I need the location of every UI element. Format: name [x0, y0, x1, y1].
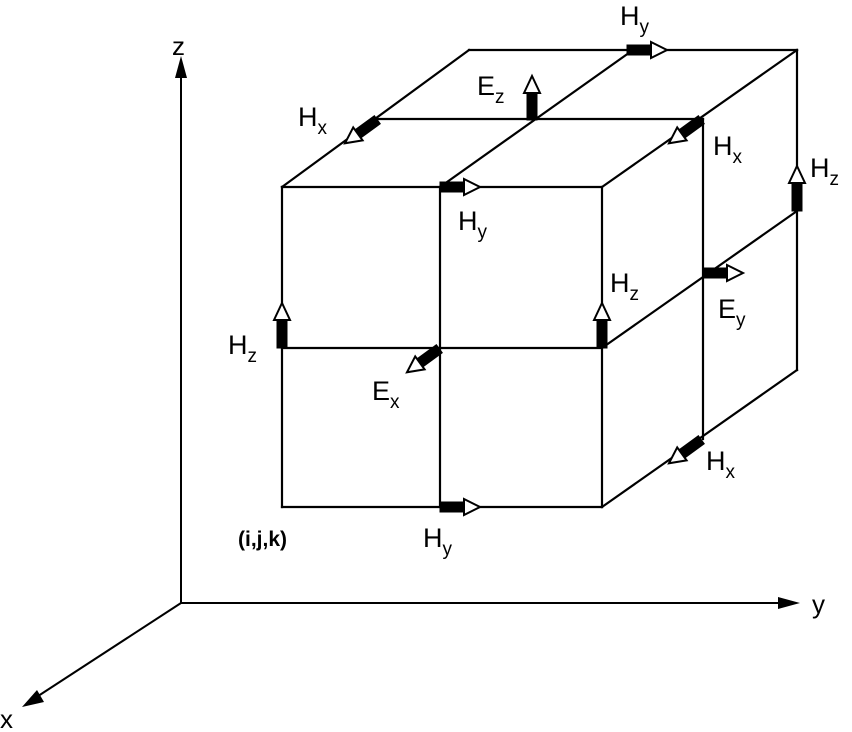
label-hx-bottom-right: Hx [706, 446, 736, 483]
right-mid-horizontal [600, 209, 799, 350]
ey-right-arrow [702, 263, 746, 283]
y-axis-arrowhead [778, 597, 800, 609]
hy-top-arrow [626, 40, 670, 60]
axes: z y x [0, 31, 825, 732]
label-hz-front-right: Hz [610, 268, 639, 305]
z-axis-arrowhead [175, 56, 187, 78]
label-hz-front-left: Hz [228, 330, 257, 367]
label-hx-top-right: Hx [713, 131, 743, 168]
label-hz-right-top: Hz [810, 153, 839, 190]
hx-top-right-arrow [667, 115, 705, 145]
label-ex-center: Ex [372, 376, 400, 413]
x-axis-arrowhead [22, 690, 44, 707]
hy-front-top-arrow [439, 177, 483, 197]
z-axis-label: z [172, 31, 185, 61]
label-hy-bottom: Hy [423, 523, 453, 560]
hy-bottom-arrow [439, 497, 483, 517]
hz-right-top-arrow [787, 163, 807, 212]
field-labels: Hy Ez Hx Hx Hy Hz Hz Ey Hz Ex Hx Hy (i,j… [228, 1, 839, 560]
label-hy-front-top: Hy [458, 206, 488, 243]
origin-label: (i,j,k) [238, 528, 287, 551]
field-arrows [272, 40, 807, 517]
y-axis-label: y [812, 589, 825, 619]
hz-front-left-arrow [272, 300, 292, 349]
hz-front-right-arrow [592, 300, 612, 349]
label-hy-top: Hy [620, 1, 650, 38]
hx-top-left-arrow [343, 115, 381, 145]
ex-center-arrow [405, 344, 443, 374]
x-axis-line [31, 602, 182, 701]
label-ez-top: Ez [477, 71, 505, 108]
label-ey-right: Ey [718, 294, 746, 331]
x-axis-label: x [0, 704, 13, 732]
hx-bottom-right-arrow [667, 435, 705, 465]
ez-top-arrow [522, 73, 542, 121]
label-hx-top-left: Hx [298, 102, 328, 139]
